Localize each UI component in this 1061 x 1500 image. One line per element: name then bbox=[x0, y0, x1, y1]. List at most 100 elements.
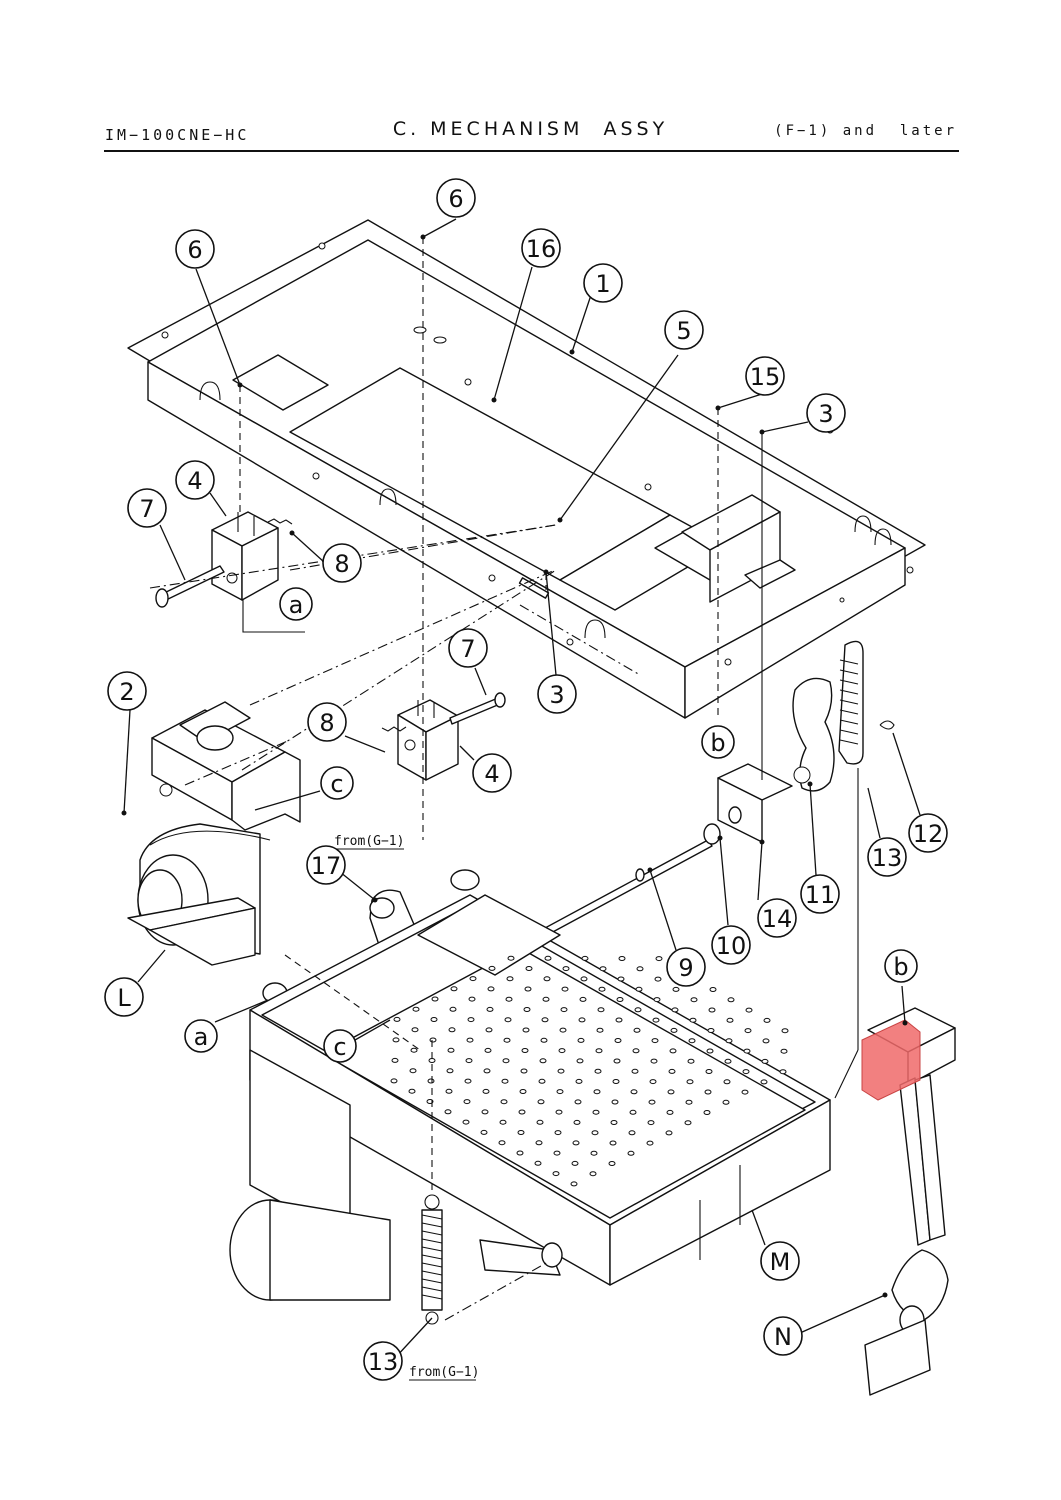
assembly-lines bbox=[149, 237, 859, 1321]
tray-hole bbox=[615, 1017, 623, 1023]
tray-hole bbox=[684, 1120, 692, 1126]
tray-hole bbox=[554, 1130, 562, 1136]
tray-hole bbox=[540, 1037, 548, 1043]
callout-N: N bbox=[763, 1316, 803, 1356]
tray-hole bbox=[519, 1089, 527, 1094]
callout-3-upper: 3 bbox=[806, 393, 846, 433]
tray-hole bbox=[525, 966, 533, 971]
tray-hole bbox=[577, 1037, 585, 1043]
tray-hole bbox=[544, 955, 552, 961]
tray-hole bbox=[685, 1099, 693, 1105]
tray-hole bbox=[523, 1007, 531, 1012]
tray-hole bbox=[485, 1027, 493, 1033]
main-unit-part bbox=[229, 894, 831, 1301]
svg-text:10: 10 bbox=[716, 932, 747, 960]
tray-hole bbox=[650, 1058, 658, 1064]
tray-hole bbox=[541, 1017, 549, 1023]
tray-hole bbox=[708, 1007, 716, 1013]
frame-plate-part bbox=[127, 219, 926, 719]
tray-hole bbox=[507, 955, 515, 961]
tray-hole bbox=[571, 1160, 579, 1166]
tray-hole bbox=[408, 1088, 416, 1094]
tray-hole bbox=[505, 996, 513, 1002]
svg-text:b: b bbox=[710, 729, 725, 757]
tray-hole bbox=[450, 986, 458, 992]
tray-hole bbox=[501, 1078, 509, 1084]
tray-hole bbox=[447, 1047, 455, 1053]
callout-leaders bbox=[121, 218, 921, 1359]
motor-bracket-part bbox=[127, 701, 301, 966]
tray-hole bbox=[580, 976, 588, 982]
model-number: IM−100CNE−HC bbox=[105, 126, 250, 144]
tray-hole bbox=[488, 965, 496, 971]
tray-hole bbox=[481, 1109, 489, 1115]
tray-hole bbox=[646, 1140, 654, 1146]
callout-7-upper: 7 bbox=[127, 488, 167, 528]
tray-hole bbox=[632, 1048, 640, 1054]
tray-hole bbox=[465, 1058, 473, 1064]
tray-hole bbox=[503, 1037, 511, 1043]
tray-hole bbox=[672, 986, 680, 992]
svg-text:c: c bbox=[333, 1033, 346, 1061]
tray-hole bbox=[612, 1079, 620, 1084]
tray-hole bbox=[480, 1129, 488, 1135]
svg-text:12: 12 bbox=[913, 820, 944, 848]
callout-13-right: 13 bbox=[867, 837, 907, 877]
tray-hole bbox=[444, 1109, 452, 1115]
tray-hole bbox=[647, 1120, 655, 1126]
tray-hole bbox=[542, 996, 550, 1002]
tray-hole bbox=[761, 1058, 769, 1064]
tray-hole bbox=[703, 1110, 711, 1115]
tray-hole bbox=[668, 1068, 676, 1074]
tray-hole bbox=[665, 1130, 673, 1136]
tray-hole bbox=[688, 1038, 696, 1044]
tray-hole bbox=[628, 1130, 636, 1136]
bracket-part-middle bbox=[381, 692, 506, 781]
tray-hole bbox=[780, 1048, 788, 1054]
tray-hole bbox=[572, 1140, 580, 1146]
svg-text:13: 13 bbox=[872, 844, 903, 872]
from-g1-note-upper: from(G−1) bbox=[334, 834, 404, 849]
tray-hole bbox=[655, 956, 663, 962]
tray-hole bbox=[670, 1027, 678, 1033]
svg-text:17: 17 bbox=[311, 852, 342, 880]
tray-hole bbox=[500, 1099, 508, 1105]
tray-hole bbox=[727, 997, 735, 1003]
tray-hole bbox=[482, 1088, 490, 1094]
svg-text:15: 15 bbox=[750, 363, 781, 391]
tray-hole bbox=[446, 1068, 454, 1074]
tray-hole bbox=[573, 1119, 581, 1125]
tray-hole bbox=[560, 1007, 568, 1013]
tray-hole bbox=[779, 1069, 787, 1075]
tray-hole bbox=[483, 1068, 491, 1074]
tray-hole bbox=[543, 976, 551, 982]
tray-hole bbox=[608, 1161, 616, 1166]
callout-b-lower: b bbox=[884, 949, 918, 983]
svg-text:a: a bbox=[194, 1023, 209, 1051]
tray-hole bbox=[618, 956, 626, 961]
tray-hole bbox=[709, 987, 717, 992]
tray-hole bbox=[468, 996, 476, 1002]
tray-hole bbox=[726, 1017, 734, 1023]
tray-hole bbox=[516, 1150, 524, 1156]
tray-hole bbox=[469, 976, 477, 982]
tray-hole bbox=[463, 1099, 471, 1105]
tray-hole bbox=[410, 1047, 418, 1053]
tray-hole bbox=[466, 1037, 474, 1043]
svg-text:5: 5 bbox=[676, 317, 691, 345]
callout-a-lower: a bbox=[184, 1019, 218, 1053]
svg-text:4: 4 bbox=[484, 760, 499, 788]
tray-hole bbox=[649, 1079, 657, 1085]
tray-hole bbox=[594, 1068, 602, 1074]
svg-text:L: L bbox=[117, 984, 131, 1012]
tray-hole bbox=[741, 1089, 749, 1095]
tray-hole bbox=[589, 1171, 597, 1177]
svg-text:N: N bbox=[774, 1323, 792, 1351]
tray-hole bbox=[686, 1079, 694, 1085]
svg-text:6: 6 bbox=[448, 185, 463, 213]
tray-hole bbox=[706, 1048, 714, 1054]
tray-hole bbox=[687, 1058, 695, 1064]
svg-text:11: 11 bbox=[805, 881, 836, 909]
tray-hole bbox=[555, 1109, 563, 1115]
tray-hole bbox=[690, 997, 698, 1003]
